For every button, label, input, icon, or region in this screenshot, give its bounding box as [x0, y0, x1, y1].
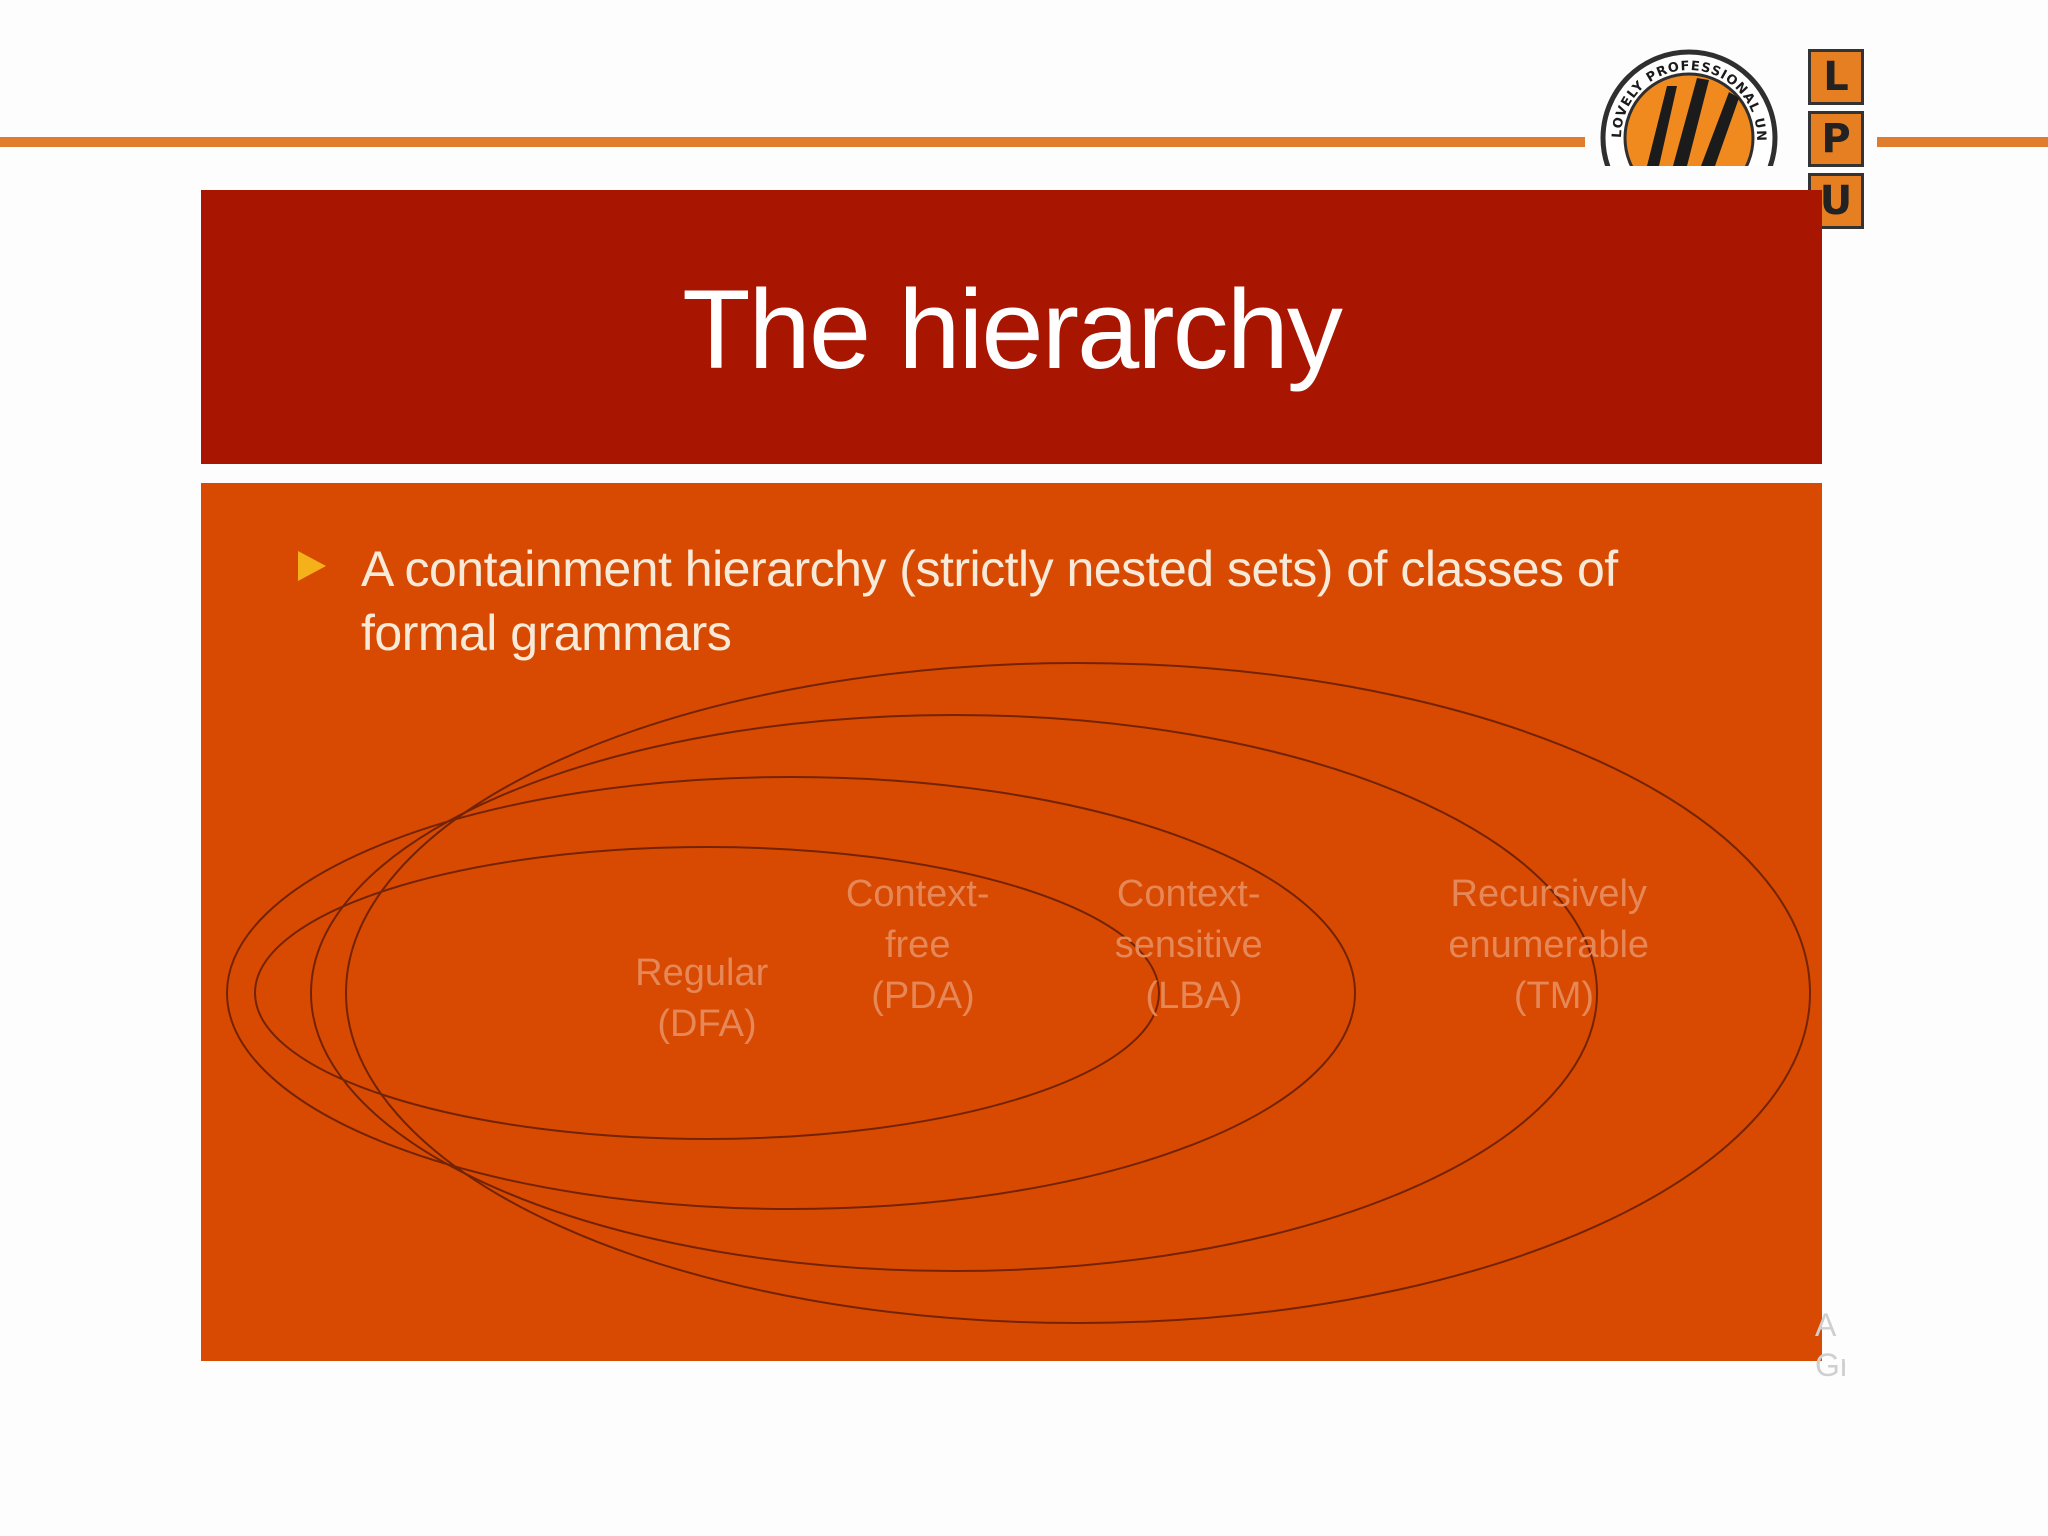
set-regular [254, 846, 1160, 1140]
logo-letter-l: L [1808, 49, 1864, 105]
header-rule-left [0, 137, 1585, 147]
grammar-hierarchy-diagram: Regular (DFA) Context- free (PDA) Contex… [226, 662, 1811, 1324]
offslide-text-fragment: A Gr [1815, 1305, 1845, 1385]
content-panel: A containment hierarchy (strictly nested… [201, 483, 1822, 1361]
seal-icon: LOVELY PROFESSIONAL UNIVERSITY [1597, 46, 1778, 166]
bullet-text: A containment hierarchy (strictly nested… [361, 541, 1618, 661]
title-band: The hierarchy [201, 190, 1822, 464]
slide-title: The hierarchy [682, 267, 1343, 392]
set-context-free [226, 776, 1356, 1210]
university-seal-logo: LOVELY PROFESSIONAL UNIVERSITY [1597, 46, 1781, 166]
label-context-free: Context- free (PDA) [846, 873, 1000, 1017]
logo-letter-p: P [1808, 111, 1864, 167]
label-context-sensitive: Context- sensitive (LBA) [1115, 873, 1273, 1017]
lpu-letters-logo: L P U [1808, 49, 1864, 229]
triangle-bullet-icon [298, 551, 326, 581]
label-recursively-enumerable: Recursively enumerable (TM) [1448, 873, 1659, 1017]
label-regular: Regular (DFA) [635, 952, 779, 1045]
header-rule-right [1877, 137, 2048, 147]
fragment-line: Gr [1815, 1347, 1845, 1383]
set-context-sensitive [310, 714, 1598, 1272]
logo-letter-u: U [1808, 173, 1864, 229]
set-recursively-enumerable [345, 662, 1811, 1324]
fragment-line: A [1815, 1307, 1837, 1343]
